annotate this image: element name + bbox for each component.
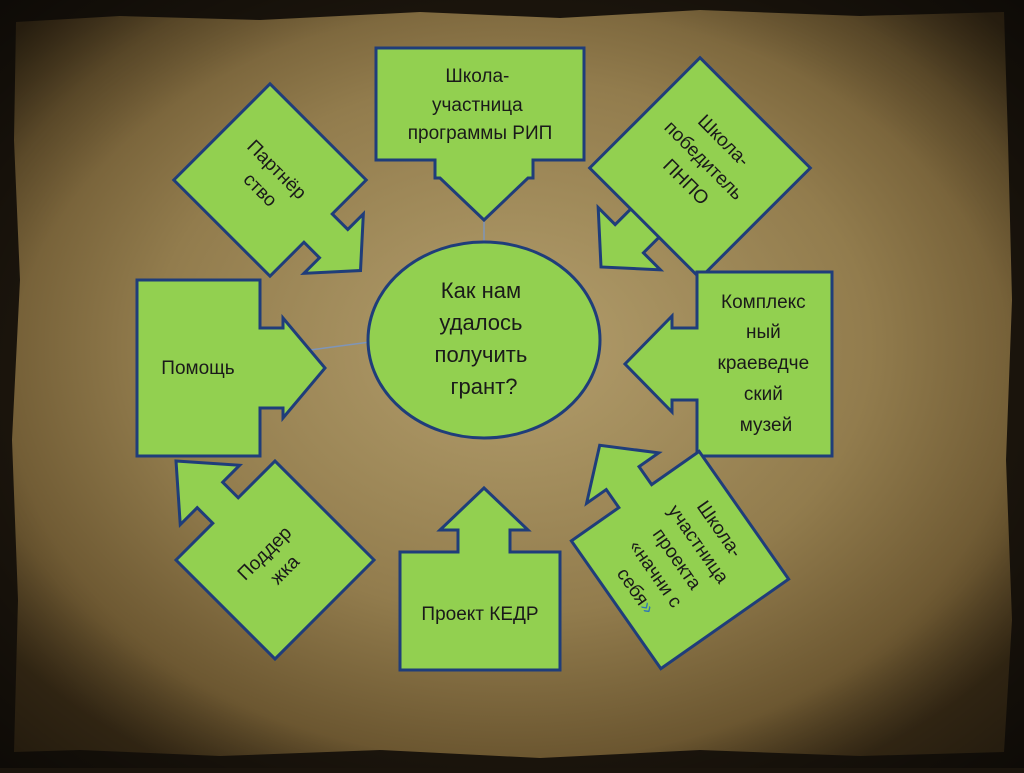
- node-nachni-shape[interactable]: [536, 401, 791, 671]
- node-partnership[interactable]: Партнёр ство: [171, 81, 409, 319]
- node-kedr-shape[interactable]: [398, 485, 562, 672]
- node-nachni[interactable]: Школа- участница проекта «начни с себя»: [536, 401, 791, 671]
- node-nachni-label: Школа- участница проекта «начни с себя»: [599, 486, 756, 636]
- node-rip-shape[interactable]: [374, 46, 586, 223]
- node-help-shape[interactable]: [135, 278, 327, 458]
- node-museum-shape[interactable]: [622, 270, 834, 458]
- node-kedr-label: Проект КЕДР: [421, 604, 538, 625]
- node-help-label: Помощь: [161, 358, 234, 379]
- node-support-shape[interactable]: [127, 412, 377, 662]
- node-partnership-shape[interactable]: [171, 81, 409, 319]
- node-museum-label: Комплекс ный краеведче ский музей: [718, 292, 815, 436]
- node-pnpo[interactable]: Школа- победитель ПНПО: [546, 55, 813, 322]
- center-question-label: Как нам удалось получить грант?: [435, 278, 534, 399]
- center-question-ellipse[interactable]: [366, 240, 602, 440]
- node-support[interactable]: Поддер жка: [127, 412, 377, 662]
- node-rip-label: Школа- участница программы РИП: [408, 66, 553, 144]
- connector-left: [309, 341, 371, 351]
